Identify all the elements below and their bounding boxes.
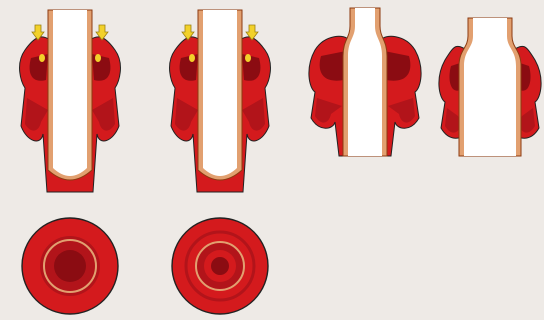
cross-section-2 [172, 218, 268, 314]
tissue-inner-left-2 [180, 54, 198, 81]
lumen-1 [53, 10, 87, 176]
tissue-inner-right-2 [242, 54, 260, 81]
fluid-drop-left-1 [39, 54, 45, 62]
tissue-inner-left-1 [30, 54, 48, 81]
fluid-drop-right-1 [95, 54, 101, 62]
tissue-inner-right-1 [92, 54, 110, 81]
lumen-2 [203, 10, 237, 176]
cross-section-1 [22, 218, 118, 314]
core-1 [54, 250, 86, 282]
fluid-drop-right-2 [245, 54, 251, 62]
fluid-drop-left-2 [189, 54, 195, 62]
core-2 [211, 257, 229, 275]
